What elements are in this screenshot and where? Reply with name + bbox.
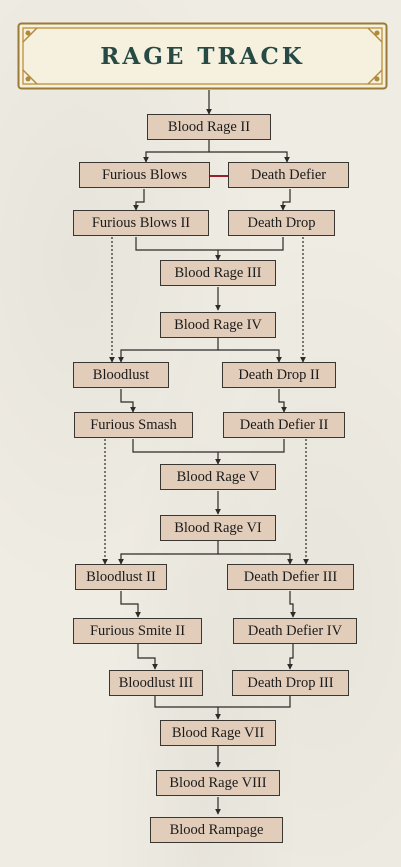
node-furious-smite-2[interactable]: Furious Smite II (73, 618, 202, 644)
node-blood-rage-7[interactable]: Blood Rage VII (160, 720, 276, 746)
node-death-defier[interactable]: Death Defier (228, 162, 349, 188)
node-furious-blows-2[interactable]: Furious Blows II (73, 210, 209, 236)
node-blood-rage-4[interactable]: Blood Rage IV (160, 312, 276, 338)
node-bloodlust-3[interactable]: Bloodlust III (109, 670, 203, 696)
node-blood-rage-5[interactable]: Blood Rage V (160, 464, 276, 490)
node-death-defier-4[interactable]: Death Defier IV (233, 618, 357, 644)
node-blood-rampage[interactable]: Blood Rampage (150, 817, 283, 843)
node-death-drop-3[interactable]: Death Drop III (232, 670, 349, 696)
node-blood-rage-3[interactable]: Blood Rage III (160, 260, 276, 286)
node-death-defier-2[interactable]: Death Defier II (223, 412, 345, 438)
node-furious-smash[interactable]: Furious Smash (74, 412, 193, 438)
page-title: RAGE TRACK (100, 42, 305, 70)
node-death-defier-3[interactable]: Death Defier III (227, 564, 354, 590)
node-bloodlust-2[interactable]: Bloodlust II (75, 564, 167, 590)
node-death-drop-2[interactable]: Death Drop II (222, 362, 336, 388)
node-furious-blows[interactable]: Furious Blows (79, 162, 210, 188)
banner-frame (17, 22, 388, 90)
title-banner: RAGE TRACK (17, 22, 388, 90)
node-death-drop[interactable]: Death Drop (228, 210, 335, 236)
node-blood-rage-8[interactable]: Blood Rage VIII (156, 770, 280, 796)
node-blood-rage-6[interactable]: Blood Rage VI (160, 515, 276, 541)
node-bloodlust[interactable]: Bloodlust (73, 362, 169, 388)
node-blood-rage-2[interactable]: Blood Rage II (147, 114, 271, 140)
